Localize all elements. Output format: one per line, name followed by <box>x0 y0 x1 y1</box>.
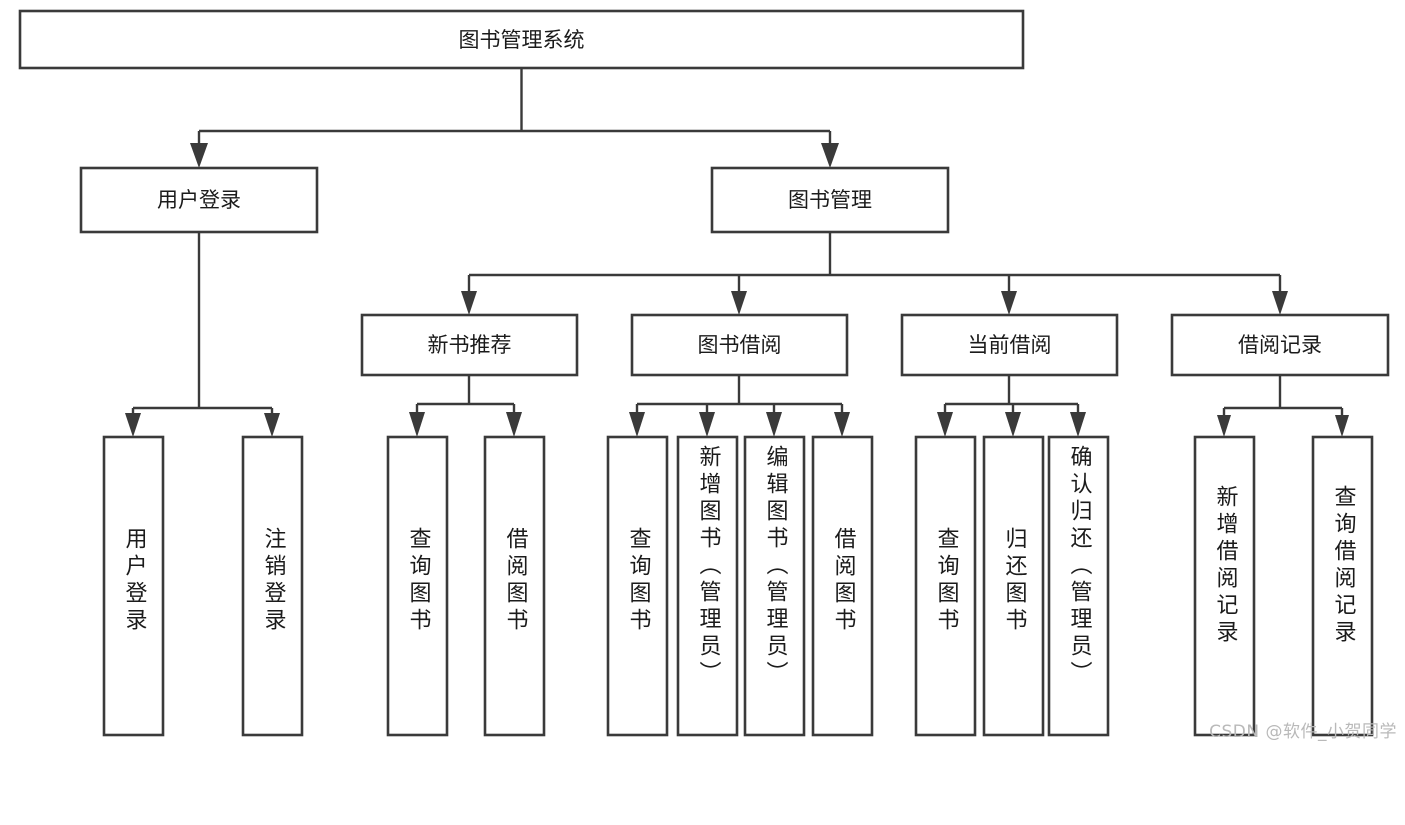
flowchart-canvas: 图书管理系统 用户登录 图书管理 新书推荐 图书借阅 当前借阅 借阅记录 <box>18 9 1390 737</box>
node-user-login[interactable]: 用户登录 <box>79 166 319 234</box>
arrow-icon-leaf-query-book-1 <box>409 412 425 437</box>
arrow-icon-leaf-user-login <box>125 413 141 437</box>
connector-group-new-book-recommend-leaves <box>409 375 522 437</box>
leaf-add-book-box[interactable] <box>676 435 739 737</box>
arrow-icon-current-borrow <box>1001 291 1017 315</box>
node-borrow-record-label: 借阅记录 <box>1238 333 1322 357</box>
node-root[interactable]: 图书管理系统 <box>18 9 1025 70</box>
leaf-query-book-1-box[interactable] <box>386 435 449 737</box>
node-book-borrow-box[interactable] <box>630 313 849 377</box>
leaf-query-record-box[interactable] <box>1311 435 1374 737</box>
arrow-icon-leaf-return-book <box>1005 412 1021 437</box>
leaf-user-logout-box[interactable] <box>241 435 304 737</box>
connector-group-book-manage-to-level3 <box>461 232 1288 315</box>
leaf-return-book-box[interactable] <box>982 435 1045 737</box>
arrow-icon-leaf-confirm-return <box>1070 412 1086 437</box>
node-new-book-recommend-box[interactable] <box>360 313 579 377</box>
node-book-manage-box[interactable] <box>710 166 950 234</box>
csdn-watermark: CSDN @软件_小贺同学 <box>1209 722 1397 742</box>
leaf-confirm-return-box[interactable] <box>1047 435 1110 737</box>
connector-group-current-borrow-leaves <box>937 375 1086 437</box>
node-book-borrow[interactable]: 图书借阅 <box>630 313 849 377</box>
diagram-root: 图书管理系统 用户登录 图书管理 新书推荐 图书借阅 当前借阅 借阅记录 <box>18 9 1397 742</box>
node-borrow-record-box[interactable] <box>1170 313 1390 377</box>
arrow-icon-leaf-query-book-2 <box>629 412 645 437</box>
leaf-query-book-3-box[interactable] <box>914 435 977 737</box>
node-root-label: 图书管理系统 <box>459 28 585 52</box>
node-new-book-recommend-label: 新书推荐 <box>428 333 512 357</box>
node-book-manage-label: 图书管理 <box>788 188 872 212</box>
arrow-icon-book-borrow <box>731 291 747 315</box>
leaf-add-record-box[interactable] <box>1193 435 1256 737</box>
arrow-icon-leaf-user-logout <box>264 413 280 437</box>
arrow-icon-leaf-edit-book <box>766 412 782 437</box>
node-current-borrow-label: 当前借阅 <box>968 333 1052 357</box>
node-user-login-label: 用户登录 <box>157 188 241 212</box>
connector-group-borrow-record-leaves <box>1217 375 1349 437</box>
arrow-icon-user-login <box>190 143 208 168</box>
node-current-borrow[interactable]: 当前借阅 <box>900 313 1119 377</box>
node-new-book-recommend[interactable]: 新书推荐 <box>360 313 579 377</box>
node-book-manage[interactable]: 图书管理 <box>710 166 950 234</box>
arrow-icon-leaf-query-book-3 <box>937 412 953 437</box>
arrow-icon-leaf-add-book <box>699 412 715 437</box>
leaf-borrow-book-2-box[interactable] <box>811 435 874 737</box>
arrow-icon-borrow-record <box>1272 291 1288 315</box>
leaf-borrow-book-1-box[interactable] <box>483 435 546 737</box>
leaf-edit-book-box[interactable] <box>743 435 806 737</box>
node-user-login-box[interactable] <box>79 166 319 234</box>
arrow-icon-leaf-query-record <box>1335 415 1349 437</box>
arrow-icon-leaf-add-record <box>1217 415 1231 437</box>
arrow-icon-leaf-borrow-book-1 <box>506 412 522 437</box>
node-root-box[interactable] <box>18 9 1025 70</box>
node-borrow-record[interactable]: 借阅记录 <box>1170 313 1390 377</box>
node-current-borrow-box[interactable] <box>900 313 1119 377</box>
leaf-user-login-box[interactable] <box>102 435 165 737</box>
arrow-icon-book-manage <box>821 143 839 168</box>
node-book-borrow-label: 图书借阅 <box>698 333 782 357</box>
connector-group-user-login-leaves <box>125 232 280 437</box>
arrow-icon-new-book-recommend <box>461 291 477 315</box>
connector-group-root-to-level2 <box>190 68 839 168</box>
arrow-icon-leaf-borrow-book-2 <box>834 412 850 437</box>
connector-group-book-borrow-leaves <box>629 375 850 437</box>
leaf-query-book-2-box[interactable] <box>606 435 669 737</box>
